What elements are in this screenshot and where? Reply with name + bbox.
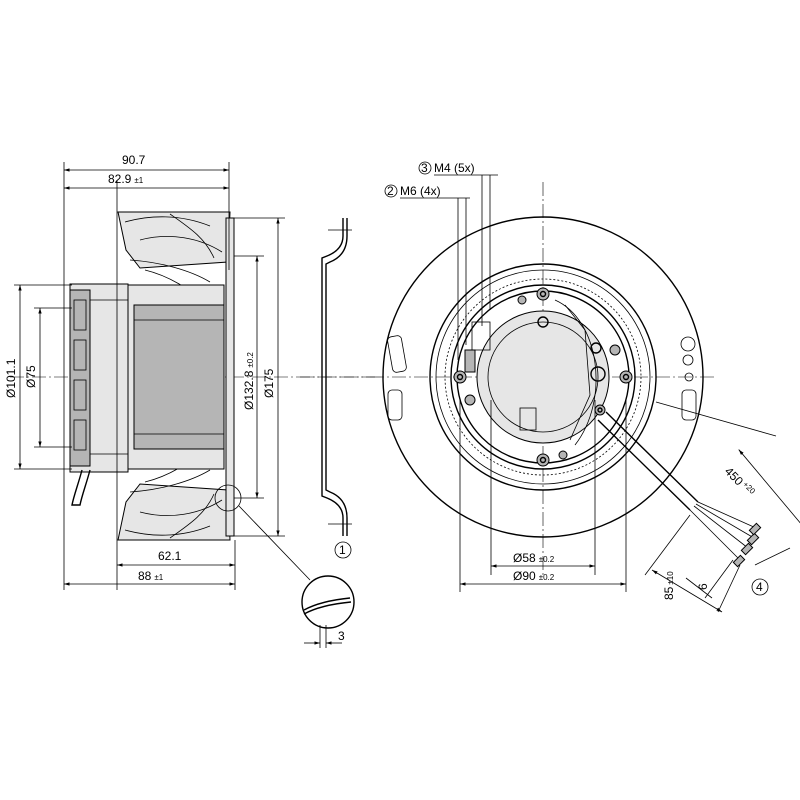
callout-2-number: 2 — [387, 184, 394, 198]
bolt-circle-90-label: Ø90±0.2 — [513, 569, 555, 583]
inner-diameter-label: Ø132.8±0.2 — [242, 352, 256, 410]
electronics-housing — [69, 283, 129, 473]
callout-3-circle — [418, 161, 432, 175]
detail-dimension-label: 3 — [338, 629, 345, 643]
hub-plate — [476, 310, 610, 444]
total-depth-label: 88±1 — [138, 569, 164, 583]
outer-flange-ring — [382, 216, 704, 538]
callout-4-number: 4 — [756, 580, 763, 594]
cable-exit — [71, 469, 91, 506]
strip-length-label: 85±10 — [662, 571, 676, 600]
callout-4-circle — [751, 578, 769, 596]
thread-m6-label: M6 (4x) — [400, 184, 441, 198]
rotor-diameter-label: Ø101.1 — [4, 358, 18, 398]
callout-2-circle — [384, 184, 398, 198]
outer-diameter-label: Ø175 — [262, 368, 276, 398]
flange-depth-label: 82.9±1 — [108, 172, 144, 186]
hub-diameter-label: Ø75 — [24, 365, 38, 388]
motor-body — [133, 304, 225, 450]
cable-length-label: 450+20 — [722, 464, 757, 499]
front-view: 3 M4 (5x) 2 M6 (4x) Ø58±0.2 Ø90±0.2 450+… — [370, 161, 800, 613]
bolt-circle-58-label: Ø58±0.2 — [513, 551, 555, 565]
thread-m4-label: M4 (5x) — [434, 161, 475, 175]
side-view: 90.7 82.9±1 62.1 88±1 Ø101.1 Ø75 Ø132.8±… — [4, 153, 370, 590]
overall-depth-label: 90.7 — [122, 153, 146, 167]
cable — [597, 411, 762, 568]
impeller-blades-bottom — [117, 449, 231, 541]
section-view: 1 — [300, 218, 375, 559]
motor-depth-label: 62.1 — [158, 549, 182, 563]
mounting-holes — [453, 287, 633, 467]
detail-callout-number: 1 — [339, 543, 346, 557]
impeller-blades-top — [117, 211, 231, 303]
callout-3-number: 3 — [421, 161, 428, 175]
inlet-flange — [225, 217, 235, 537]
thread-callouts: 3 M4 (5x) 2 M6 (4x) — [384, 161, 498, 360]
wire-end-label: 6 — [696, 583, 710, 590]
detail-callout-1 — [334, 541, 352, 559]
detail-view: 3 — [301, 575, 355, 648]
